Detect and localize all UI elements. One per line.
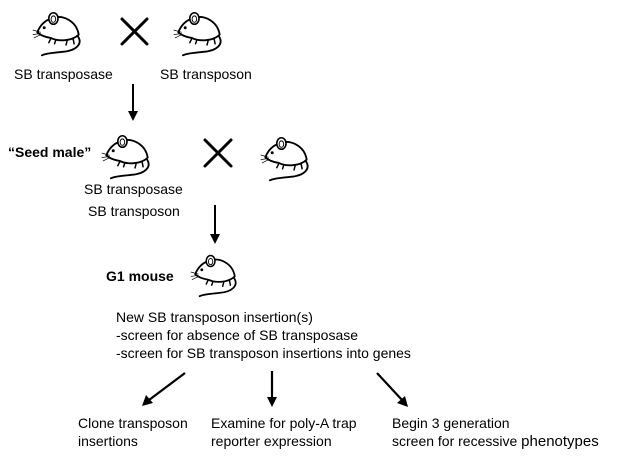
mouse-icon	[259, 136, 309, 182]
outcome-screen-line2: screen for recessive phenotypes	[392, 433, 599, 450]
mouse-icon	[172, 11, 222, 57]
transposon-parent-label: SB transposon	[160, 66, 252, 82]
seed-male-transposase: SB transposase	[84, 181, 183, 197]
arrow-icon	[142, 372, 186, 406]
seed-male-title: “Seed male”	[8, 144, 92, 160]
g1-screen-insertions: -screen for SB transposon insertions int…	[116, 345, 411, 361]
seed-male-transposon: SB transposon	[88, 203, 180, 219]
mouse-icon	[31, 11, 81, 57]
outcome-screen-line1: Begin 3 generation	[392, 415, 510, 431]
cross-icon	[120, 17, 149, 46]
outcome-screen-suffix: phenotypes	[521, 433, 599, 450]
outcome-clone-line1: Clone transposon	[78, 415, 188, 431]
g1-mouse-title: G1 mouse	[106, 268, 174, 284]
mouse-icon	[189, 254, 237, 298]
outcome-polya-line1: Examine for poly-A trap	[211, 415, 357, 431]
outcome-clone-line2: insertions	[78, 433, 138, 449]
arrow-icon	[210, 205, 220, 244]
arrow-icon	[128, 84, 138, 121]
arrow-icon	[376, 372, 408, 407]
arrow-icon	[267, 371, 277, 407]
cross-icon	[203, 138, 233, 168]
outcome-polya-line2: reporter expression	[211, 433, 332, 449]
transposase-parent-label: SB transposase	[14, 66, 113, 82]
mouse-icon	[100, 134, 150, 180]
g1-screen-transposase: -screen for absence of SB transposase	[116, 327, 359, 343]
g1-new-insertions: New SB transposon insertion(s)	[116, 309, 313, 325]
outcome-screen-prefix: screen for recessive	[392, 433, 522, 449]
